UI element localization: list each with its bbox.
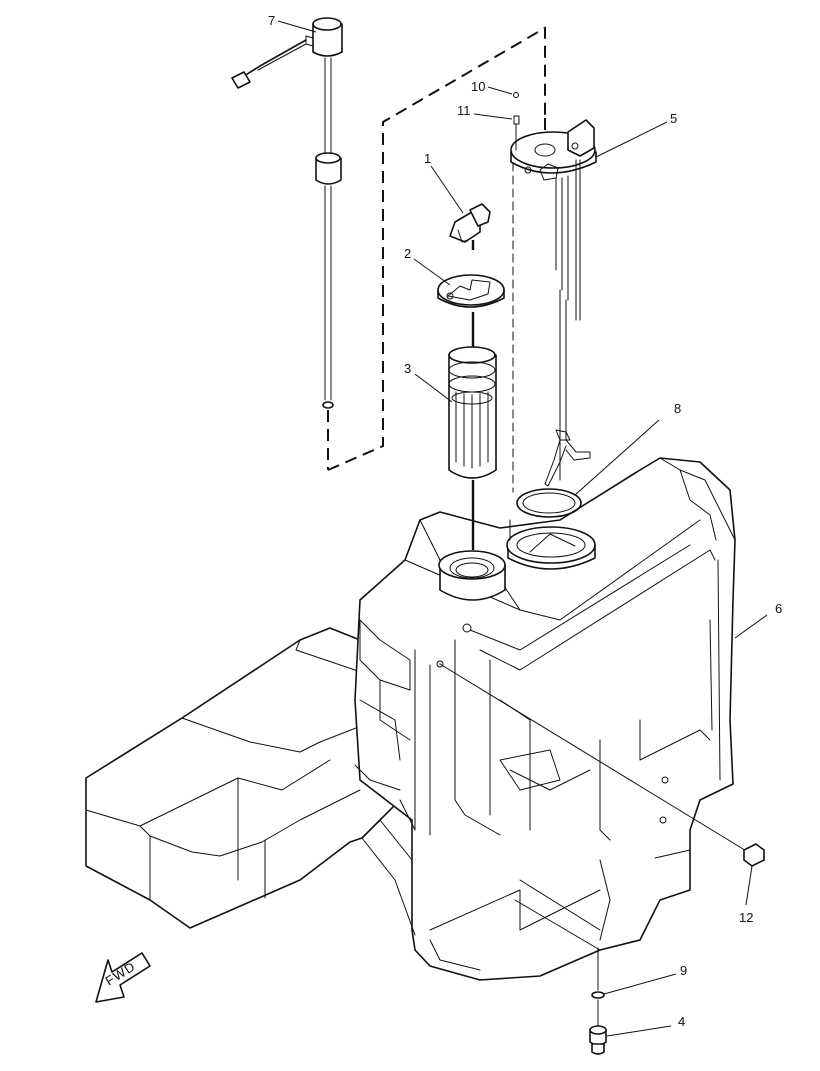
part-1-cap: [449, 203, 491, 243]
callout-5: 5: [670, 111, 678, 126]
tank-sender-port: [506, 526, 596, 570]
part-9-washer: [591, 991, 605, 999]
part-7-level-gauge: [231, 17, 343, 409]
assembly-reference-lines: [327, 26, 599, 1029]
fuel-tank: [85, 457, 736, 981]
callout-7: 7: [268, 13, 276, 28]
parts-10-11-screws: [513, 92, 520, 151]
part-5-sender-unit: [510, 119, 597, 487]
tank-filler-neck: [438, 550, 506, 601]
callout-3: 3: [404, 361, 412, 376]
callout-8: 8: [674, 401, 682, 416]
part-3-strainer: [448, 346, 497, 479]
callout-10: 10: [471, 79, 486, 94]
part-2-adapter: [437, 274, 505, 308]
callout-1: 1: [424, 151, 432, 166]
callout-4: 4: [678, 1014, 686, 1029]
part-12-plug: [439, 663, 765, 867]
callout-6: 6: [775, 601, 783, 616]
callout-12: 12: [739, 910, 754, 925]
callout-2: 2: [404, 246, 412, 261]
part-4-drain-plug: [589, 1025, 607, 1055]
callout-leader-lines: [277, 20, 768, 1037]
fwd-direction-arrow: [95, 952, 151, 1003]
callout-9: 9: [680, 963, 688, 978]
callout-11: 11: [457, 103, 471, 118]
part-8-o-ring: [516, 488, 582, 518]
